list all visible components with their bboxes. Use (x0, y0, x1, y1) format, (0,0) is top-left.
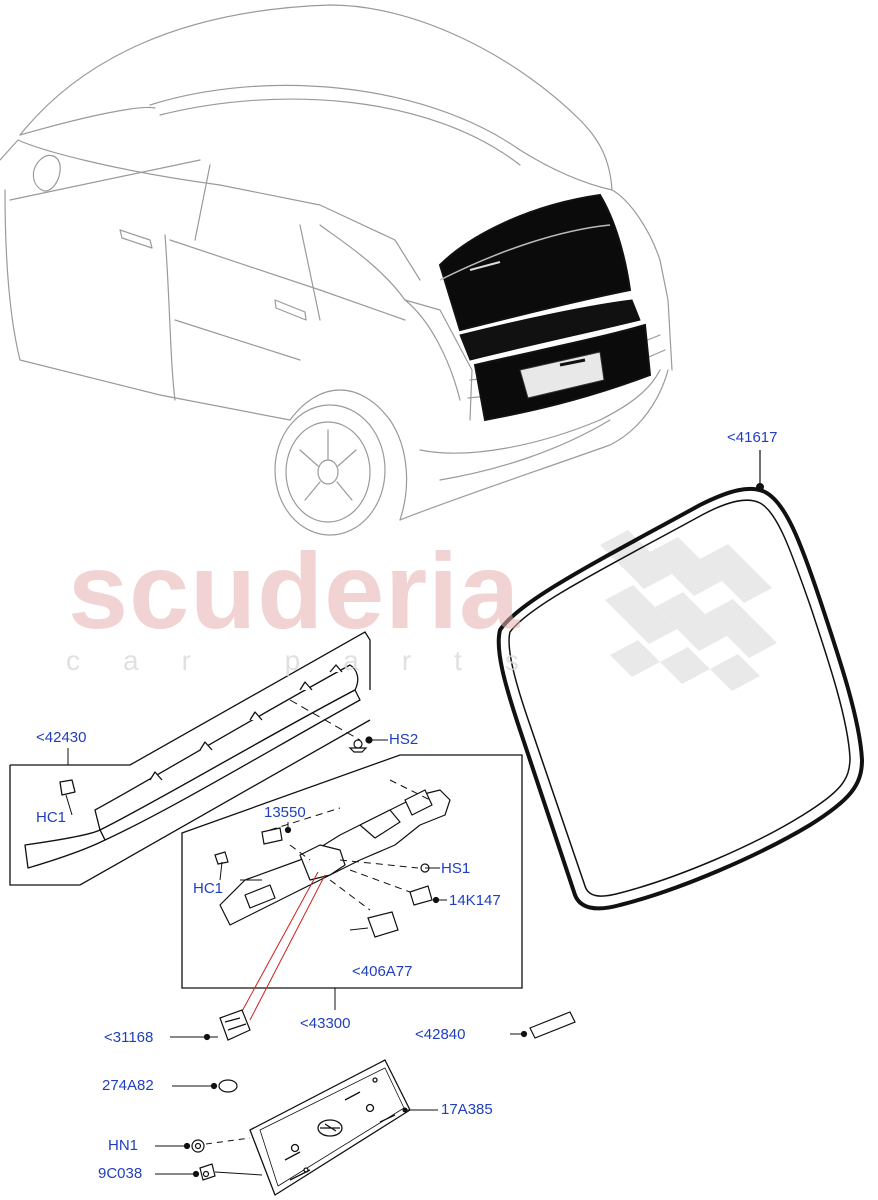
grommet-part (210, 1079, 238, 1093)
tailgate-glass (438, 193, 652, 422)
callout-31168[interactable]: <31168 (104, 1029, 154, 1046)
module-assembly-box (181, 754, 523, 989)
callout-13550[interactable]: 13550 (264, 804, 306, 821)
callout-9c038[interactable]: 9C038 (98, 1165, 143, 1182)
latch-red-leaders (239, 871, 326, 1021)
spoiler-part (24, 664, 361, 869)
watermark-sub: car parts (66, 645, 562, 676)
nut-part (183, 1139, 205, 1153)
tailgate-module-part (219, 789, 451, 926)
latch-part (203, 1009, 251, 1041)
watermark-brand: scuderia (68, 530, 521, 651)
module-dashed-links (269, 779, 431, 911)
callout-17a385[interactable]: 17A385 (441, 1101, 493, 1118)
spoiler-assembly-box (9, 631, 371, 886)
hs2-clip (348, 736, 373, 753)
callout-406a77[interactable]: <406A77 (352, 963, 413, 980)
callout-hn1[interactable]: HN1 (108, 1137, 139, 1154)
callout-43300[interactable]: <43300 (300, 1015, 351, 1032)
checkered-flag-watermark (600, 530, 777, 691)
callout-hc1-module[interactable]: HC1 (193, 880, 224, 897)
clip-link (214, 1171, 263, 1176)
callout-hc1-spoiler[interactable]: HC1 (36, 809, 67, 826)
tailgate-weatherstrip (496, 450, 864, 911)
callout-hs1[interactable]: HS1 (441, 860, 471, 877)
callout-42840[interactable]: <42840 (415, 1026, 466, 1043)
spoiler-leader-hc1 (65, 794, 73, 816)
callout-hs2[interactable]: HS2 (389, 731, 419, 748)
dashed-link-spoiler (289, 699, 361, 741)
foam-pad-part (520, 1011, 576, 1039)
callout-41617[interactable]: <41617 (727, 429, 778, 446)
nut-dashed-link (205, 1137, 251, 1145)
module-fasteners (214, 826, 440, 938)
module-leaders (219, 822, 447, 931)
callout-14k147[interactable]: 14K147 (449, 892, 501, 909)
clip-part (192, 1163, 216, 1181)
callout-274a82[interactable]: 274A82 (102, 1077, 154, 1094)
license-plate-plinth (249, 1059, 411, 1196)
callout-42430[interactable]: <42430 (36, 729, 87, 746)
